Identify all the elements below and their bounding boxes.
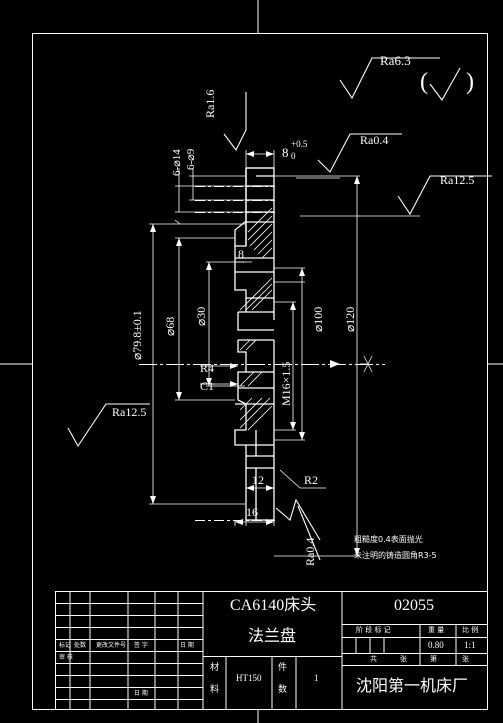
flange-section [234, 167, 275, 521]
material-label-bottom: 料 [210, 685, 220, 695]
dim-width-8: 8 [282, 145, 289, 160]
dim-radius-r2: R2 [304, 473, 319, 487]
sheet-no-unit: 张 [462, 655, 469, 663]
title-block [55, 591, 488, 710]
material-label-top: 材 [210, 663, 220, 673]
drawing-number: 02055 [394, 597, 434, 614]
date-label: 日 期 [134, 690, 148, 697]
rev-header-date: 日 期 [180, 642, 194, 649]
dim-dia-68: ⌀68 [163, 316, 177, 336]
part-model: CA6140床头 [230, 597, 317, 614]
dim-width-8-lower-tol: 0 [291, 151, 296, 161]
rev-header-count: 处数 [74, 642, 87, 649]
section-hatching [239, 207, 273, 431]
roughness-paren-open: ( [420, 69, 428, 95]
material-value: HT150 [236, 673, 262, 683]
sheet-total-unit: 张 [400, 655, 407, 663]
roughness-symbols [67, 57, 492, 561]
weight-value: 0.80 [428, 640, 444, 650]
roughness-ra04-bottom-label: Ra0.4 [303, 537, 317, 566]
weight-label: 重 量 [428, 626, 445, 634]
dim-width-12: 12 [252, 473, 264, 487]
dim-dia-79-8: ⌀79.8±0.1 [130, 310, 144, 360]
dim-6-d14: 6-⌀14 [171, 149, 183, 176]
dim-dia-100: ⌀100 [311, 306, 325, 332]
company-name: 沈阳第一机床厂 [356, 676, 469, 695]
dim-width-8-upper-tol: +0.5 [291, 139, 308, 149]
dim-width-16: 16 [246, 505, 258, 519]
roughness-general-label: Ra6.3 [380, 53, 411, 68]
roughness-paren-close: ) [466, 69, 474, 95]
count-label-top: 件 [278, 663, 288, 673]
rev-header-doc: 更改文件号 [96, 642, 127, 649]
dimension-lines [149, 150, 420, 557]
reviewer-label: 审 核 [59, 654, 73, 661]
scale-value: 1:1 [464, 640, 476, 650]
rev-header-sign: 签 字 [134, 642, 148, 649]
dim-thread-m16: M16×1.5 [279, 361, 293, 406]
rev-header-mark: 标记 [59, 642, 72, 649]
scale-label: 比 例 [462, 626, 479, 634]
sheet-no-label: 第 [430, 655, 437, 663]
note-casting-radii: 未注明的铸造圆角R3-5 [354, 551, 437, 560]
dim-dia-30: ⌀30 [194, 306, 208, 326]
count-value: 1 [314, 673, 319, 683]
dim-chamfer-c1: C1 [200, 379, 215, 393]
dim-radius-r4: R4 [200, 361, 215, 375]
roughness-ra16-label: Ra1.6 [203, 89, 217, 118]
sheet-total-label: 共 [370, 655, 377, 663]
dim-6-d9: 6-⌀9 [185, 148, 197, 170]
count-label-bottom: 数 [278, 685, 288, 695]
roughness-ra125-left-label: Ra12.5 [112, 405, 147, 419]
dim-inner-8: 8 [238, 247, 244, 261]
roughness-ra125-right-label: Ra12.5 [440, 173, 475, 187]
note-surface-finish: 粗糙度0.4表面抛光 [354, 535, 423, 544]
roughness-ra04-top-label: Ra0.4 [360, 133, 389, 147]
dim-dia-120: ⌀120 [343, 306, 357, 332]
stage-label: 阶 段 标 记 [356, 626, 391, 634]
arrowheads [150, 151, 360, 556]
part-name: 法兰盘 [248, 626, 297, 645]
